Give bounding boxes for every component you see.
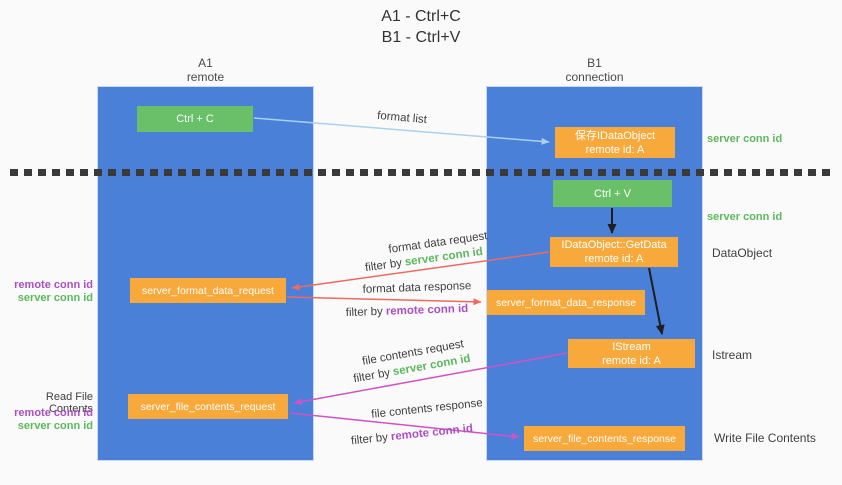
node-server-file-contents-response: server_file_contents_response [524, 426, 685, 451]
read-file-contents-label: Read File Contents [45, 391, 93, 415]
node-idataobject-getdata: IDataObject::GetData remote id: A [550, 237, 678, 267]
node-getdata-line1: IDataObject::GetData [561, 239, 667, 251]
node-save-line2: remote id: A [585, 143, 645, 156]
lifeline-a1-role: remote [186, 70, 225, 84]
file-contents-response-arrow [289, 412, 520, 440]
node-istream-line2: remote id: A [602, 354, 661, 367]
node-save-idataobject: 保存IDataObject remote id: A [555, 127, 675, 158]
phase-separator-dotted-line [10, 169, 836, 176]
node-save-line1: 保存IDataObject [574, 129, 656, 142]
server-conn-id-label-mid: server conn id [707, 211, 783, 223]
node-ctrl-v: Ctrl + V [553, 180, 672, 207]
lifeline-header-a1: A1 remote [97, 56, 314, 84]
dataobject-label: DataObject [712, 246, 773, 260]
node-file-req-label: server_file_contents_request [140, 400, 276, 413]
title-line-2: B1 - Ctrl+V [381, 29, 461, 46]
lifeline-b1-role: connection [565, 70, 624, 84]
lifeline-b1-name: B1 [587, 56, 602, 70]
node-format-resp-label: server_format_data_response [495, 296, 637, 309]
file-remote-conn-id-label: remote conn id [14, 407, 93, 419]
filter-by-text: filter by [345, 305, 384, 320]
diagram-title: A1 - Ctrl+C B1 - Ctrl+V [0, 6, 842, 48]
node-ctrl-c: Ctrl + C [137, 106, 253, 132]
node-file-resp-label: server_file_contents_response [532, 432, 676, 445]
file-server-conn-id-label: server conn id [17, 420, 93, 432]
node-istream-line1: IStream [612, 340, 651, 353]
format-list-arrow [253, 117, 550, 145]
node-ctrl-c-label: Ctrl + C [176, 113, 214, 125]
format-data-request-arrow [291, 251, 550, 291]
format-server-conn-id-label: server conn id [17, 292, 93, 304]
node-getdata-line2: remote id: A [584, 253, 644, 265]
getdata-to-istream-arrow [648, 267, 665, 335]
lifeline-header-b1: B1 connection [486, 56, 703, 84]
node-server-format-data-request: server_format_data_request [130, 278, 286, 303]
node-server-file-contents-request: server_file_contents_request [128, 394, 288, 419]
server-conn-id-label-top: server conn id [707, 133, 783, 145]
format-remote-conn-id-label: remote conn id [14, 279, 93, 291]
istream-label: Istream [712, 348, 753, 362]
node-server-format-data-response: server_format_data_response [487, 290, 645, 315]
write-file-contents-label: Write File Contents [714, 431, 816, 445]
format-data-response-arrow [286, 296, 482, 306]
node-ctrl-v-label: Ctrl + V [594, 187, 631, 200]
title-line-1: A1 - Ctrl+C [381, 8, 461, 25]
node-format-req-label: server_format_data_request [142, 284, 274, 297]
lifeline-a1-name: A1 [198, 56, 213, 70]
file-contents-request-arrow [293, 352, 568, 406]
node-istream: IStream remote id: A [568, 339, 695, 368]
